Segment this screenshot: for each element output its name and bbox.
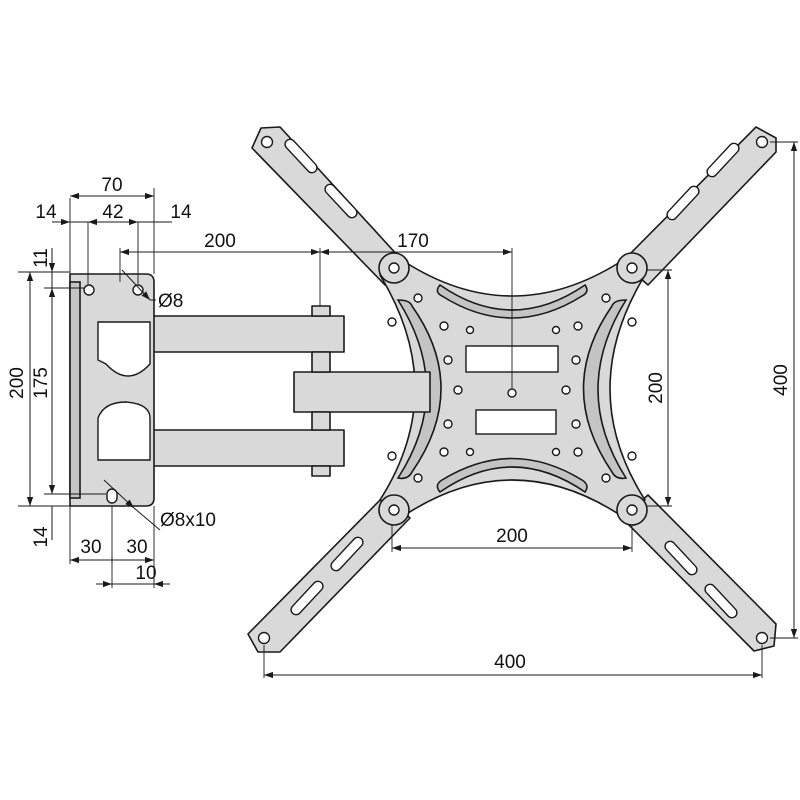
dim-vesa-inner-h: 200 xyxy=(496,526,528,547)
dimension-labels: 70 14 42 14 200 170 11 200 175 14 Ø8 Ø8x… xyxy=(7,175,792,673)
dimension-lines xyxy=(26,142,798,679)
dim-hole-span: 42 xyxy=(102,202,123,223)
dim-hole-dia: Ø8 xyxy=(158,291,183,312)
dim-bottom-right: 30 xyxy=(126,537,147,558)
vesa-arm-bottom-left xyxy=(247,494,411,653)
wall-hole-top-left xyxy=(83,284,95,296)
head-plate xyxy=(378,252,648,526)
lower-window xyxy=(475,409,557,435)
dim-edge-left: 14 xyxy=(35,202,57,223)
dim-hole-vertical: 175 xyxy=(31,367,52,399)
wall-slot-bottom xyxy=(106,488,118,504)
extension-lines xyxy=(18,141,798,678)
plate-holes xyxy=(387,293,637,483)
dim-vesa-outer-h: 400 xyxy=(494,652,526,673)
dim-vesa-inner-v: 200 xyxy=(646,372,667,404)
dim-bottom-left: 30 xyxy=(80,537,101,558)
dim-slot-size: Ø8x10 xyxy=(160,510,216,531)
dim-top-offset: 11 xyxy=(31,248,52,268)
dim-arm-reach: 200 xyxy=(204,231,236,252)
vesa-arm-top-right xyxy=(621,126,777,286)
dim-vesa-outer-v: 400 xyxy=(771,364,792,396)
wall-plate xyxy=(69,273,155,507)
vesa-arm-top-left xyxy=(251,126,401,286)
middle-arm xyxy=(293,371,431,413)
vesa-arms xyxy=(247,126,777,653)
dim-plate-width: 70 xyxy=(101,175,122,196)
dim-bottom-offset: 14 xyxy=(31,526,52,548)
dim-slot-offset: 10 xyxy=(135,563,156,584)
wall-hole-top-right xyxy=(132,284,144,296)
dim-head-offset: 170 xyxy=(397,231,429,252)
dim-edge-right: 14 xyxy=(170,202,192,223)
dim-plate-height: 200 xyxy=(7,367,28,399)
